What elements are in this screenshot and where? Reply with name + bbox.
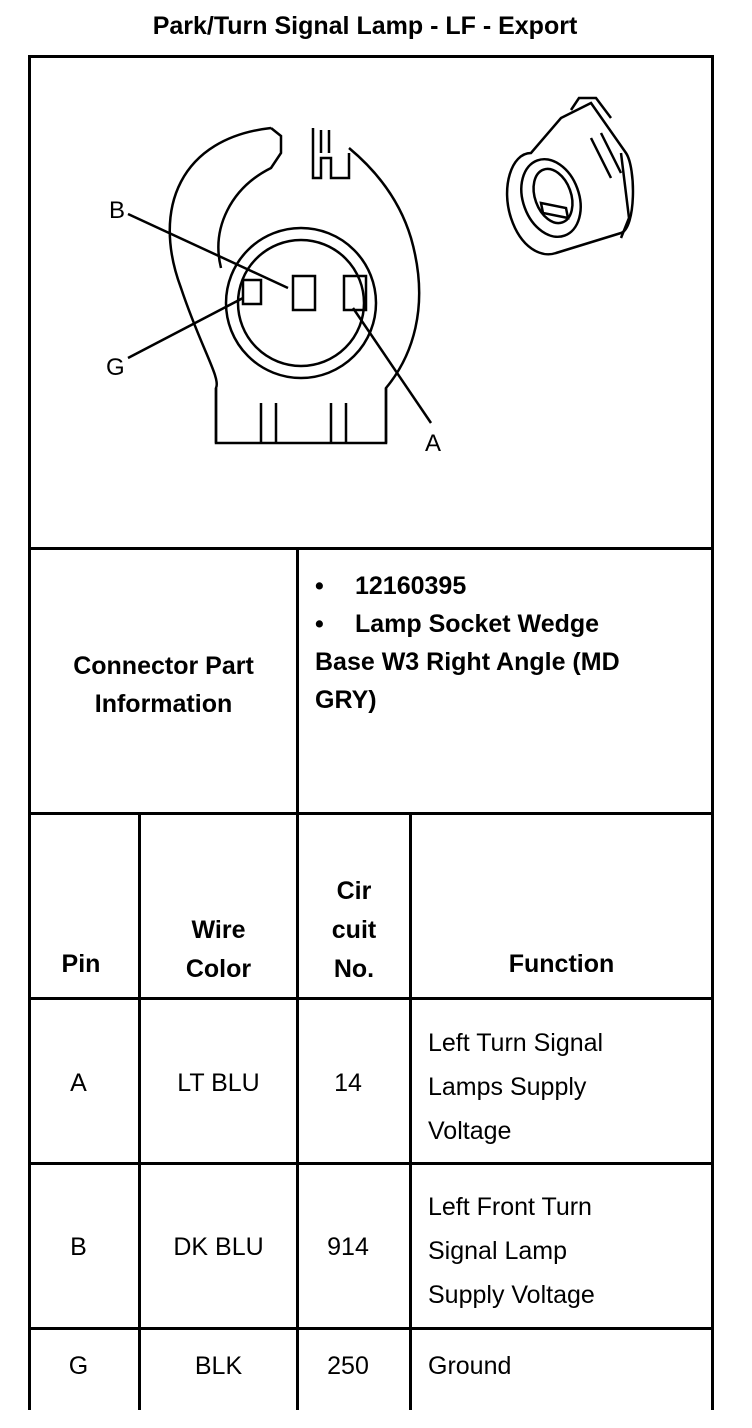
part-description-line3: GRY) bbox=[315, 686, 377, 714]
connector-top-tab bbox=[311, 128, 351, 180]
divider-row-b bbox=[28, 1327, 714, 1330]
header-wire-line2: Color bbox=[185, 955, 252, 983]
row-a-function-line2: Lamps Supply bbox=[428, 1073, 587, 1101]
row-a-function-line1: Left Turn Signal bbox=[428, 1029, 604, 1057]
part-description-line2: Base W3 Right Angle (MD bbox=[315, 648, 620, 676]
col-divider-1 bbox=[138, 812, 141, 1410]
row-a-wire: LT BLU bbox=[177, 1069, 260, 1097]
connector-info-label-line1: Connector Part bbox=[73, 652, 254, 680]
header-function: Function bbox=[508, 950, 615, 978]
connector-info-label-line2: Information bbox=[94, 690, 233, 718]
divider-header bbox=[28, 997, 714, 1000]
row-b-function-line1: Left Front Turn bbox=[428, 1193, 592, 1221]
row-a-pin: A bbox=[70, 1069, 87, 1097]
header-cir-line2: cuit bbox=[331, 916, 377, 944]
row-a-circuit: 14 bbox=[334, 1069, 362, 1097]
page-title: Park/Turn Signal Lamp - LF - Export bbox=[152, 12, 578, 40]
row-b-function-line3: Supply Voltage bbox=[428, 1281, 595, 1309]
connector-sheet: B G A Connector Part Information • 121603… bbox=[28, 55, 714, 1410]
terminal-g bbox=[241, 278, 263, 306]
pin-a-label: A bbox=[425, 430, 441, 457]
row-g-wire: BLK bbox=[194, 1352, 243, 1380]
pin-g-label: G bbox=[106, 354, 125, 381]
part-number: 12160395 bbox=[355, 572, 467, 600]
col-divider-2 bbox=[296, 812, 299, 1410]
connector-stem bbox=[214, 388, 388, 443]
frame-right bbox=[711, 55, 714, 1410]
connector-diagram: B G A bbox=[106, 96, 635, 457]
row-a-function-line3: Voltage bbox=[428, 1117, 512, 1145]
divider-info bbox=[28, 812, 714, 815]
bullet-symbol: • bbox=[315, 572, 324, 600]
row-g-function: Ground bbox=[428, 1352, 512, 1380]
row-g-circuit: 250 bbox=[327, 1352, 369, 1380]
part-description-line1: Lamp Socket Wedge bbox=[355, 610, 600, 638]
frame-top bbox=[28, 55, 714, 58]
row-b-function-line2: Signal Lamp bbox=[428, 1237, 567, 1265]
row-b-circuit: 914 bbox=[327, 1233, 369, 1261]
header-wire-line1: Wire bbox=[191, 916, 246, 944]
header-circuit-no: Cir cuit No. bbox=[299, 872, 409, 989]
bullet-symbol: • bbox=[315, 610, 324, 638]
connector-housing-outline bbox=[168, 126, 421, 445]
row-b-pin: B bbox=[70, 1233, 87, 1261]
connector-3d-view bbox=[505, 96, 635, 256]
row-a-function: Left Turn Signal Lamps Supply Voltage bbox=[428, 1021, 708, 1153]
divider-row-a bbox=[28, 1162, 714, 1165]
divider-info-col bbox=[296, 547, 299, 812]
row-b-wire: DK BLU bbox=[173, 1233, 264, 1261]
socket-inner-ring bbox=[224, 226, 378, 380]
row-b-function: Left Front Turn Signal Lamp Supply Volta… bbox=[428, 1185, 708, 1317]
header-pin: Pin bbox=[61, 950, 101, 978]
connector-info-value: • 12160395 • Lamp Socket Wedge Base W3 Rig… bbox=[315, 567, 705, 719]
frame-left bbox=[28, 55, 31, 1410]
header-cir-line1: Cir bbox=[336, 877, 372, 905]
pin-b-label: B bbox=[109, 197, 125, 224]
connector-info-label: Connector Part Information bbox=[31, 647, 296, 723]
row-g-pin: G bbox=[68, 1352, 89, 1380]
header-cir-line3: No. bbox=[333, 955, 375, 983]
col-divider-3 bbox=[409, 812, 412, 1410]
header-wire-color: Wire Color bbox=[141, 911, 296, 989]
terminal-b bbox=[291, 274, 317, 312]
divider-diagram bbox=[28, 547, 714, 550]
